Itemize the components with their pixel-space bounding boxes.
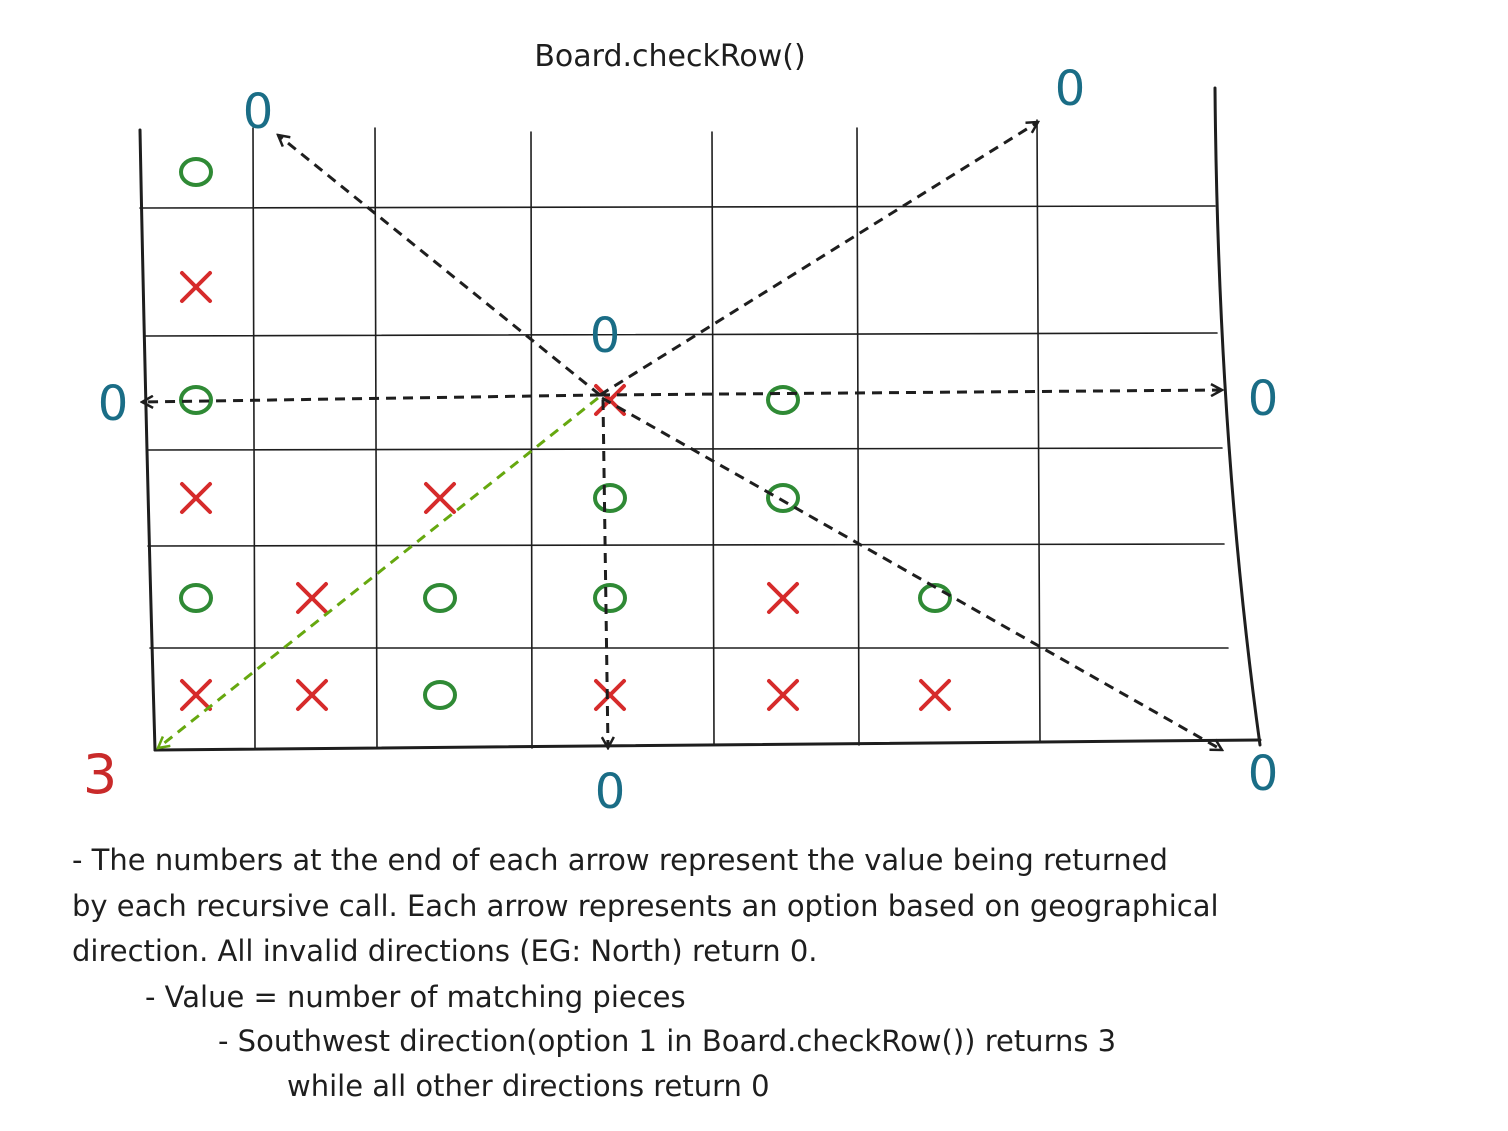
x-piece bbox=[594, 679, 626, 711]
arrow-south bbox=[603, 399, 608, 748]
return-southwest: 3 bbox=[83, 743, 117, 806]
x-piece bbox=[424, 482, 456, 514]
grid-line-col bbox=[374, 127, 378, 749]
x-piece bbox=[180, 482, 212, 514]
x-piece bbox=[180, 271, 212, 303]
o-piece bbox=[593, 483, 627, 513]
return-values: 0 0 0 0 0 0 0 3 bbox=[83, 61, 1278, 820]
o-piece bbox=[423, 680, 457, 710]
o-piece bbox=[766, 483, 800, 513]
arrow-west bbox=[142, 393, 601, 402]
direction-arrows bbox=[142, 122, 1222, 752]
o-piece bbox=[179, 157, 213, 187]
arrow-southeast bbox=[601, 396, 1222, 752]
grid-line-row bbox=[144, 332, 1218, 337]
o-piece bbox=[593, 583, 627, 613]
o-piece bbox=[179, 583, 213, 613]
grid-line-col bbox=[252, 127, 256, 749]
o-piece bbox=[179, 385, 213, 415]
arrow-southwest bbox=[158, 396, 599, 748]
return-west: 0 bbox=[98, 376, 129, 432]
arrow-northwest bbox=[278, 135, 601, 397]
grid-line-col bbox=[856, 127, 860, 746]
return-northwest: 0 bbox=[243, 84, 274, 140]
grid-line-row bbox=[139, 205, 1216, 209]
board-bottom-edge bbox=[153, 738, 1262, 752]
x-piece bbox=[180, 679, 212, 711]
grid-line-col bbox=[530, 131, 533, 749]
arrow-east bbox=[599, 390, 1222, 395]
x-piece bbox=[919, 679, 951, 711]
return-northeast: 0 bbox=[1055, 61, 1086, 117]
o-piece bbox=[766, 385, 800, 415]
o-piece bbox=[423, 583, 457, 613]
x-piece bbox=[296, 582, 328, 614]
return-north: 0 bbox=[590, 308, 621, 364]
grid-line-col bbox=[711, 131, 715, 746]
grid-line-row bbox=[146, 447, 1223, 451]
return-southeast: 0 bbox=[1248, 746, 1279, 802]
grid-line-row bbox=[147, 543, 1225, 547]
x-piece bbox=[296, 679, 328, 711]
return-east: 0 bbox=[1248, 371, 1279, 427]
arrow-northeast bbox=[599, 122, 1038, 397]
x-piece bbox=[767, 679, 799, 711]
board-pieces bbox=[179, 157, 952, 711]
x-piece bbox=[767, 582, 799, 614]
o-piece bbox=[918, 583, 952, 613]
board-grid bbox=[138, 86, 1262, 752]
board-left-edge bbox=[138, 128, 157, 752]
board-right-edge bbox=[1213, 86, 1262, 747]
diagram-title: Board.checkRow() bbox=[534, 39, 805, 74]
return-south: 0 bbox=[595, 764, 626, 820]
grid-line-col bbox=[1036, 119, 1041, 743]
